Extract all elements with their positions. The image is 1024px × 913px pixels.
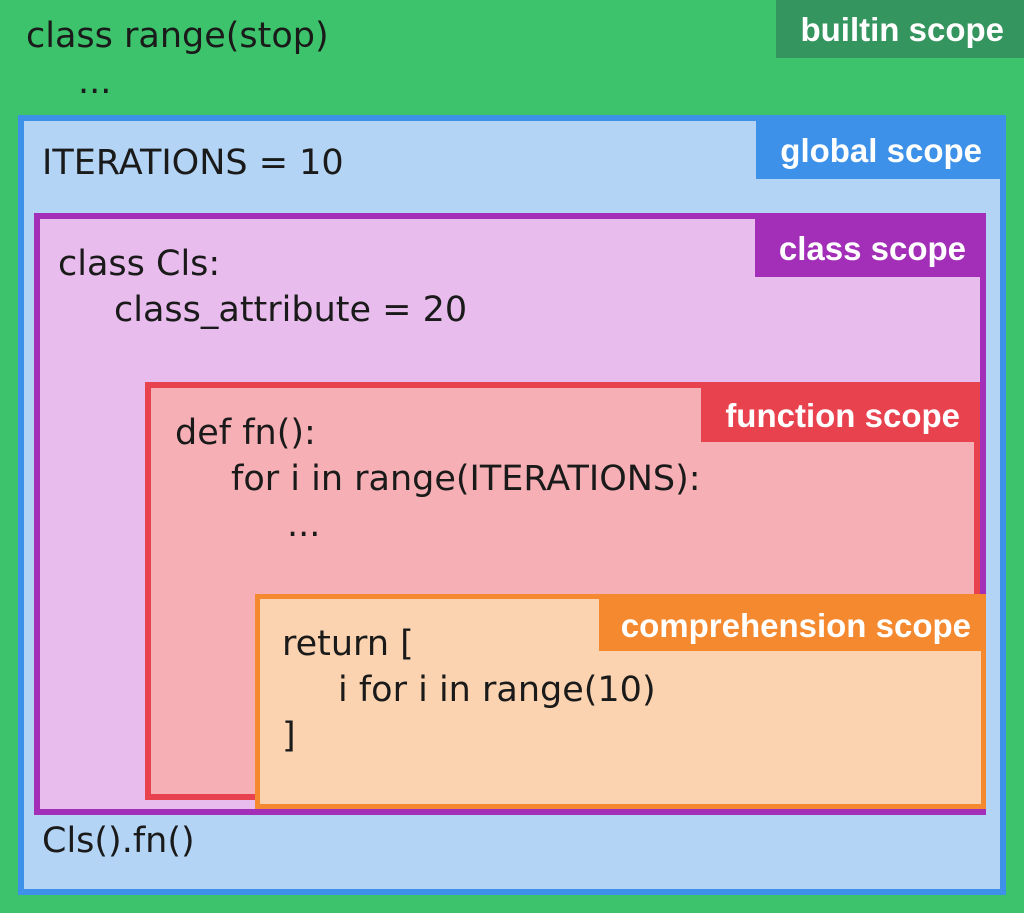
global-scope-code-bottom: Cls().fn() — [42, 818, 195, 864]
comprehension-scope-box: comprehension scope return [ i for i in r… — [255, 594, 986, 809]
function-scope-label: function scope — [701, 388, 974, 442]
builtin-scope-label: builtin scope — [776, 0, 1024, 58]
global-scope-code: ITERATIONS = 10 — [42, 140, 344, 186]
comprehension-scope-code: return [ i for i in range(10)] — [282, 621, 656, 760]
function-scope-code: def fn(): for i in range(ITERATIONS):... — [175, 410, 701, 549]
class-scope-box: class scope class Cls: class_attribute = … — [34, 213, 986, 815]
comprehension-code-line-2: i for i in range(10) — [338, 670, 656, 711]
global-scope-box: global scope ITERATIONS = 10 Cls().fn() … — [18, 115, 1006, 895]
function-code-line-3: ... — [287, 505, 321, 546]
global-code-line-1: ITERATIONS = 10 — [42, 143, 344, 183]
global-code-bottom-line: Cls().fn() — [42, 821, 195, 861]
global-scope-label: global scope — [756, 121, 1000, 179]
class-code-line-1: class Cls: — [58, 244, 221, 284]
function-scope-box: function scope def fn(): for i in range(I… — [145, 382, 986, 809]
class-code-line-2: class_attribute = 20 — [114, 290, 468, 331]
class-scope-label: class scope — [754, 219, 980, 277]
builtin-scope-code: class range(stop)... — [26, 13, 329, 105]
class-scope-code: class Cls: class_attribute = 20 — [58, 241, 467, 333]
comprehension-code-line-1: return [ — [282, 624, 414, 664]
function-code-line-1: def fn(): — [175, 413, 316, 453]
builtin-code-line-2: ... — [78, 62, 112, 103]
function-code-line-2: for i in range(ITERATIONS): — [231, 459, 701, 500]
comprehension-code-line-3: ] — [282, 716, 296, 757]
comprehension-scope-label: comprehension scope — [598, 599, 981, 651]
builtin-code-line-1: class range(stop) — [26, 16, 329, 56]
